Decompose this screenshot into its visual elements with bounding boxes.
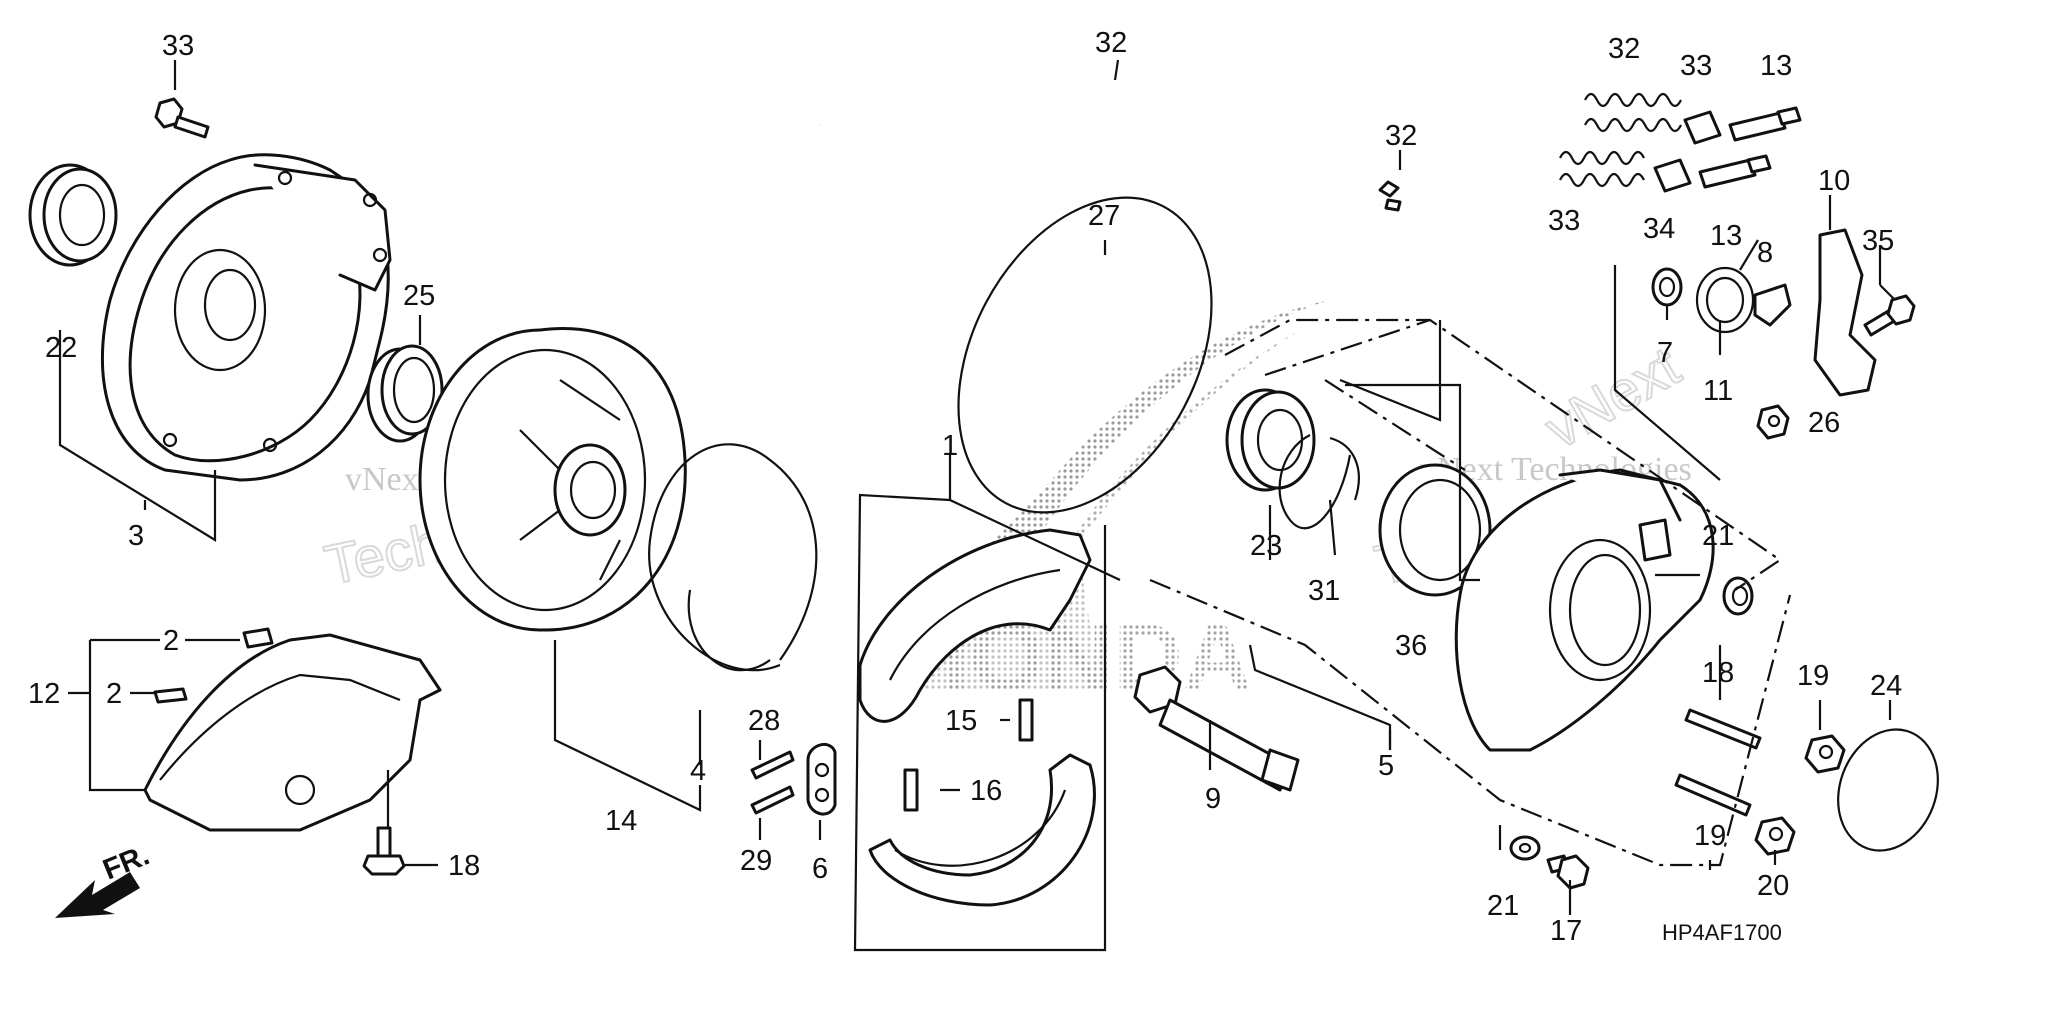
clip-30: [1378, 180, 1402, 212]
callout-13b: 13: [1710, 220, 1742, 252]
callout-10: 10: [1818, 165, 1850, 197]
spring-11: [1695, 239, 1759, 334]
o-ring-26: [957, 196, 1213, 514]
breather-hose-31: [818, 84, 1384, 254]
callout-1: 1: [942, 430, 958, 462]
brake-drum-3: [100, 153, 392, 482]
callout-2b: 2: [106, 678, 122, 710]
callout-16: 17: [1550, 915, 1582, 947]
leader-lines: [58, 59, 1896, 952]
callout-29: 31: [1308, 575, 1340, 607]
collar-33b: [1653, 158, 1692, 193]
washer-7: [1651, 267, 1683, 307]
callout-7: 7: [1657, 337, 1673, 369]
callout-18a: 18: [1702, 657, 1734, 689]
callout-3: 3: [128, 520, 144, 552]
svg-text:FR.: FR.: [99, 839, 154, 886]
callout-30: 32: [1385, 120, 1417, 152]
plate-9: [1753, 283, 1792, 327]
callout-labels: 33 22 3 25 2 2 12 18 14 4 32 27 32 1 15 …: [28, 27, 1902, 947]
brake-hub-14: [418, 327, 687, 632]
callout-24: 24: [1870, 670, 1902, 702]
callout-32b: 33: [1548, 205, 1580, 237]
callout-31: 32: [1095, 27, 1127, 59]
callout-11: 11: [1703, 375, 1733, 407]
plate-6: [806, 742, 837, 816]
bolt-34: [1863, 294, 1916, 337]
stud-18b: [1674, 773, 1752, 817]
bolt-17: [362, 826, 406, 876]
snap-ring-29: [1278, 434, 1360, 530]
stud-18a: [1684, 708, 1762, 750]
seal-36: [1378, 463, 1492, 597]
seal-21: [1722, 576, 1754, 616]
callout-5: 5: [1378, 750, 1394, 782]
callout-15b: 16: [970, 775, 1002, 807]
protector-12: [143, 633, 442, 832]
diagram-code: HP4AF1700: [1662, 920, 1782, 945]
washer-20: [1509, 835, 1541, 861]
assembly-outline: [1149, 318, 1792, 867]
pin-28a: [750, 750, 795, 780]
front-arrow-icon: FR.: [55, 839, 154, 918]
spring-32a: [1584, 92, 1682, 133]
clip-2a: [242, 627, 274, 649]
callout-4: 4: [690, 755, 706, 787]
nut-19b: [1754, 816, 1796, 856]
callout-32a: 32: [1608, 33, 1640, 65]
callout-33b: 34: [1643, 213, 1675, 245]
nut-27: [1756, 404, 1790, 440]
callout-20: 21: [1487, 890, 1519, 922]
bolt-16: [1546, 854, 1590, 890]
callout-34: 35: [1862, 225, 1894, 257]
callout-21: 21: [1702, 520, 1734, 552]
spring-15a: [1018, 698, 1034, 742]
collar-33a: [1683, 110, 1722, 145]
o-ring-24: [1837, 728, 1939, 852]
brake-shoe-1-upper: [858, 528, 1092, 723]
pin-13b: [1698, 154, 1772, 189]
callout-9: 8: [1757, 237, 1773, 269]
callout-14: 14: [605, 805, 637, 837]
callout-18b: 19: [1694, 820, 1726, 852]
callout-6: 6: [812, 853, 828, 885]
callout-19a: 19: [1797, 660, 1829, 692]
spring-32b: [1559, 150, 1645, 188]
oil-seal-22: [28, 163, 118, 267]
brake-panel-5: [1454, 468, 1715, 752]
callout-17: 18: [448, 850, 480, 882]
seal-25: [366, 344, 444, 443]
callout-15a: 15: [945, 705, 977, 737]
callout-22: 22: [45, 332, 77, 364]
pin-13a: [1728, 106, 1802, 142]
nut-19a: [1804, 734, 1846, 774]
callout-19b: 20: [1757, 870, 1789, 902]
brake-arm-10: [1813, 228, 1877, 397]
callout-28b: 29: [740, 845, 772, 877]
callout-26: 27: [1088, 200, 1120, 232]
callout-8: 9: [1205, 783, 1221, 815]
spring-ring-4: [648, 443, 818, 672]
callout-2a: 2: [163, 625, 179, 657]
cam-shaft-8: [1133, 665, 1300, 792]
callout-28a: 28: [748, 705, 780, 737]
callout-13a: 13: [1760, 50, 1792, 82]
brake-shoe-1-lower: [868, 753, 1096, 907]
pin-28b: [750, 785, 795, 815]
callout-27: 26: [1808, 407, 1840, 439]
bolt-35: [154, 97, 210, 139]
callout-23: 23: [1250, 530, 1282, 562]
spring-15b: [903, 768, 919, 812]
callout-36: 36: [1395, 630, 1427, 662]
clip-2b: [153, 687, 188, 704]
callout-12: 12: [28, 678, 60, 710]
callout-25: 25: [403, 280, 435, 312]
callout-33a: 33: [1680, 50, 1712, 82]
callout-35: 33: [162, 30, 194, 62]
